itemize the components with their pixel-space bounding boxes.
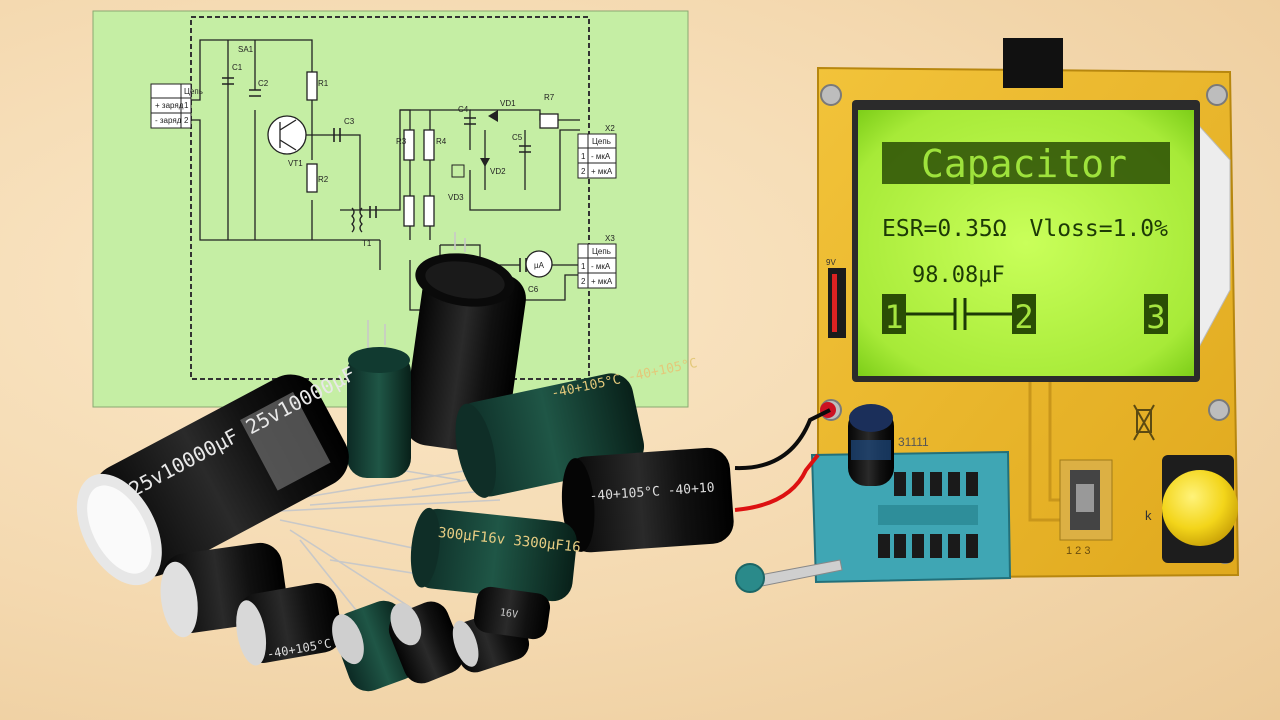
left-conn-r1-pin: 1	[184, 101, 189, 110]
schematic-label: R2	[318, 175, 329, 184]
top-out-id: X2	[605, 124, 615, 133]
bottom-out-r1-pin: 1	[581, 262, 586, 271]
small-capacitor-in-socket	[848, 404, 894, 486]
microammeter-icon	[525, 250, 553, 278]
schematic-diodes	[451, 110, 498, 178]
lcd-capacitance: 98.08µF	[912, 263, 1005, 288]
schematic-panel: µA Цепь + заряд 1 - заряд 2 X2 Цепь 1 - …	[92, 10, 689, 408]
schematic-label: VD1	[500, 99, 516, 108]
top-output-table: X2 Цепь 1 - мкА 2 + мкА	[577, 124, 617, 179]
zif-socket[interactable]: 31111	[735, 435, 1012, 593]
schematic-label: VD2	[490, 167, 506, 176]
lcd-pin-left-box	[882, 294, 906, 334]
zif-lever-knob[interactable]	[735, 563, 765, 593]
lcd-title-bar	[882, 142, 1170, 184]
schematic-label: SA1	[238, 45, 254, 54]
lcd-pin-left: 1	[884, 298, 903, 336]
bottom-output-table: X3 Цепь 1 - мкА 2 + мкА	[577, 234, 617, 289]
test-button-label: k	[1145, 508, 1152, 523]
left-conn-r1-label: + заряд	[155, 101, 184, 110]
lcd-title: Capacitor	[921, 142, 1127, 186]
schematic-resistors	[306, 71, 559, 227]
schematic-label: C4	[458, 105, 469, 114]
schematic-label: R3	[396, 137, 407, 146]
test-button-cap[interactable]	[1162, 470, 1238, 546]
lcd-pin-right-box	[1144, 294, 1168, 334]
left-conn-h2: Цепь	[184, 87, 203, 96]
recycle-bin-icon	[1133, 404, 1155, 441]
voltage-label: 9V	[826, 258, 836, 267]
schematic-label: C5	[512, 133, 523, 142]
schematic-label: T1	[362, 239, 372, 248]
smd-test-pads: 1 2 3	[1059, 459, 1113, 557]
zif-pin-slots	[878, 472, 978, 558]
schematic-label: R1	[318, 79, 329, 88]
schematic-label: C1	[232, 63, 243, 72]
capacitor-small-black-5-label: 16V	[499, 607, 518, 620]
capacitor-small-green-upright	[347, 347, 411, 478]
capacitor-3300uf: 300µF16v 3300µF16	[410, 507, 581, 602]
test-button[interactable]: k	[1145, 455, 1238, 563]
pin-legend: 1 2 3	[1066, 545, 1090, 557]
schematic-meter: µA	[525, 250, 553, 278]
lcd-pin-mid-box	[1012, 294, 1036, 334]
bottom-out-h2: Цепь	[592, 247, 611, 256]
battery-lead: 9V	[826, 258, 846, 338]
bottom-out-r2-label: + мкА	[591, 277, 613, 286]
top-out-r2-label: + мкА	[591, 167, 613, 176]
left-conn-r2-label: - заряд	[155, 116, 182, 125]
meter-symbol: µA	[534, 261, 545, 270]
schematic-label: C6	[528, 285, 539, 294]
black-test-lead	[734, 408, 831, 471]
schematic-wires	[190, 39, 580, 311]
top-out-h2: Цепь	[592, 137, 611, 146]
zif-center-bar	[878, 505, 978, 525]
capacitor-horizontal-black: -40+105°C -40+10	[561, 447, 734, 553]
lcd-capacitor-symbol-icon	[906, 298, 1012, 330]
schematic-transistor	[267, 115, 307, 155]
schematic-transformer	[351, 207, 363, 233]
bottom-out-r2-pin: 2	[581, 277, 586, 286]
lcd-pin-mid: 2	[1014, 298, 1033, 336]
top-out-r1-pin: 1	[581, 152, 586, 161]
schematic-label: C3	[344, 117, 355, 126]
bottom-out-r1-label: - мкА	[591, 262, 611, 271]
schematic-background	[92, 10, 689, 408]
schematic-label: R4	[436, 137, 447, 146]
schematic-label: VD3	[448, 193, 464, 202]
schematic-label: C2	[258, 79, 269, 88]
schematic-label: R7	[544, 93, 555, 102]
transistor-tester: Capacitor ESR=0.35Ω Vloss=1.0% 98.08µF 1…	[734, 38, 1240, 593]
top-out-r1-label: - мкА	[591, 152, 611, 161]
pcb-label: 31111	[898, 435, 929, 449]
schematic-label: VT1	[288, 159, 303, 168]
left-connector-table: Цепь + заряд 1 - заряд 2	[150, 83, 203, 129]
lcd-pin-right: 3	[1146, 298, 1165, 336]
lcd-esr: ESR=0.35Ω	[882, 216, 1007, 242]
left-conn-r2-pin: 2	[184, 116, 189, 125]
top-out-r2-pin: 2	[581, 167, 586, 176]
capacitor-small-black-5: 16V	[473, 586, 551, 640]
bottom-out-id: X3	[605, 234, 615, 243]
top-connector	[1003, 38, 1063, 88]
lcd-vloss: Vloss=1.0%	[1030, 216, 1169, 242]
red-test-lead	[734, 453, 820, 512]
schematic-enclosure	[190, 16, 590, 380]
capacitor-small-black-3	[388, 601, 464, 684]
